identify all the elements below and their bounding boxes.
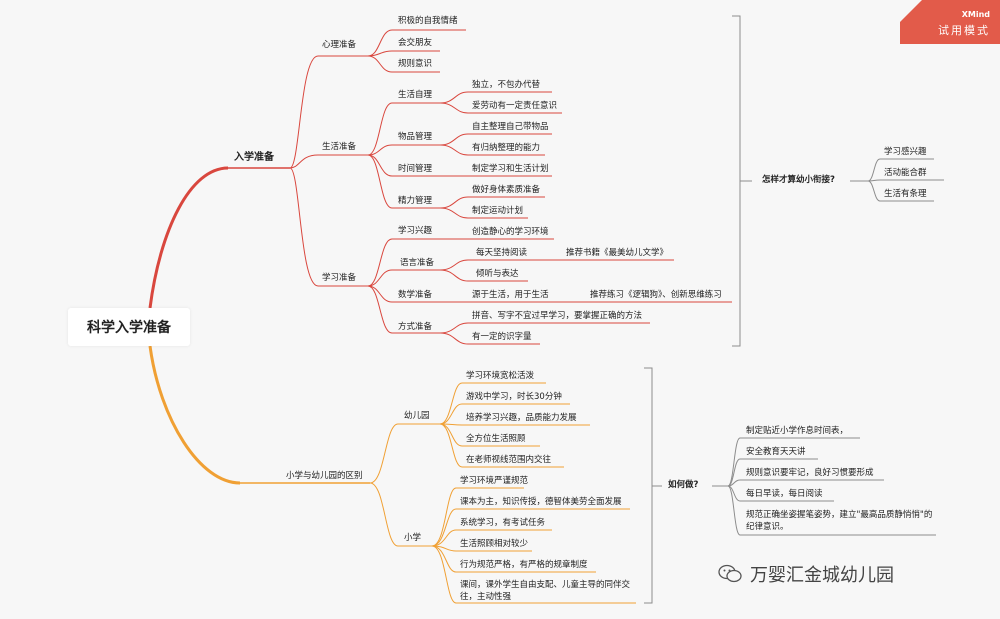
summary-leaf[interactable]: 制定贴近小学作息时间表， <box>746 426 849 436</box>
topic-leaf[interactable]: 积极的自我情绪 <box>398 16 458 26</box>
summary-leaf[interactable]: 学习感兴趣 <box>884 147 927 157</box>
topic-leaf[interactable]: 制定运动计划 <box>472 206 524 216</box>
summary-leaf[interactable]: 规则意识要牢记，良好习惯要形成 <box>746 468 874 478</box>
wechat-watermark: 万婴汇金城幼儿园 <box>718 561 894 587</box>
topic-kindergarten[interactable]: 幼儿园 <box>404 411 430 421</box>
badge-mode: 试用模式 <box>938 24 990 37</box>
summary-leaf[interactable]: 规范正确坐姿握笔姿势，建立"最高品质静悄悄"的纪律意识。 <box>746 510 933 532</box>
topic-leaf[interactable]: 会交朋友 <box>398 38 433 48</box>
topic-leaf[interactable]: 爱劳动有一定责任意识 <box>472 101 558 111</box>
topic-leaf[interactable]: 每天坚持阅读 <box>476 248 528 258</box>
wechat-icon <box>718 564 742 583</box>
topic-leaf[interactable]: 游戏中学习，时长30分钟 <box>466 392 562 402</box>
topic-leaf[interactable]: 培养学习兴趣，品质能力发展 <box>466 413 577 423</box>
topic-time-mgmt[interactable]: 时间管理 <box>398 164 433 174</box>
topic-leaf[interactable]: 学习环境宽松活泼 <box>466 371 535 381</box>
topic-school-difference[interactable]: 小学与幼儿园的区别 <box>286 471 363 481</box>
root-topic[interactable]: 科学入学准备 <box>68 308 190 346</box>
topic-leaf[interactable]: 创造静心的学习环境 <box>472 227 549 237</box>
badge-brand: XMind <box>961 10 990 19</box>
topic-leaf[interactable]: 在老师视线范围内交往 <box>466 455 552 465</box>
topic-leaf[interactable]: 倾听与表达 <box>476 269 519 279</box>
topic-math[interactable]: 数学准备 <box>398 290 433 300</box>
topic-leaf[interactable]: 有一定的识字量 <box>472 332 532 342</box>
topic-item-mgmt[interactable]: 物品管理 <box>398 132 433 142</box>
topic-leaf[interactable]: 全方位生活照顾 <box>466 434 526 444</box>
topic-primary-school[interactable]: 小学 <box>404 533 422 543</box>
topic-leaf[interactable]: 拼音、写字不宜过早学习，要掌握正确的方法 <box>472 311 643 321</box>
topic-mental-prep[interactable]: 心理准备 <box>322 40 357 50</box>
topic-leaf[interactable]: 制定学习和生活计划 <box>472 164 549 174</box>
topic-leaf[interactable]: 推荐练习《逻辑狗》、创新思维练习 <box>590 290 722 300</box>
topic-leaf[interactable]: 系统学习，有考试任务 <box>460 518 546 528</box>
summary-question-2[interactable]: 如何做? <box>668 480 699 490</box>
topic-interest[interactable]: 学习兴趣 <box>398 226 433 236</box>
topic-language[interactable]: 语言准备 <box>400 258 435 268</box>
summary-leaf[interactable]: 安全教育天天讲 <box>746 447 806 457</box>
topic-energy-mgmt[interactable]: 精力管理 <box>398 196 433 206</box>
topic-method[interactable]: 方式准备 <box>398 322 433 332</box>
topic-leaf[interactable]: 课间，课外学生自由支配、儿童主导的同伴交往，主动性强 <box>460 580 631 602</box>
watermark-text: 万婴汇金城幼儿园 <box>750 565 894 586</box>
topic-leaf[interactable]: 规则意识 <box>398 59 433 69</box>
topic-life-prep[interactable]: 生活准备 <box>322 142 357 152</box>
trial-mode-badge: XMind 试用模式 <box>900 0 1000 44</box>
summary-question-1[interactable]: 怎样才算幼小衔接? <box>762 175 835 185</box>
summary-leaf[interactable]: 每日早读，每日阅读 <box>746 489 823 499</box>
summary-leaf[interactable]: 活动能合群 <box>884 168 927 178</box>
topic-leaf[interactable]: 有归纳整理的能力 <box>472 143 541 153</box>
topic-leaf[interactable]: 课本为主，知识传授，德智体美劳全面发展 <box>460 497 622 507</box>
topic-entrance-prep[interactable]: 入学准备 <box>234 152 274 163</box>
topic-leaf[interactable]: 学习环境严谨规范 <box>460 476 529 486</box>
topic-self-care[interactable]: 生活自理 <box>398 90 433 100</box>
topic-leaf[interactable]: 自主整理自己带物品 <box>472 122 549 132</box>
topic-leaf[interactable]: 生活照顾相对较少 <box>460 539 529 549</box>
topic-leaf[interactable]: 做好身体素质准备 <box>472 185 541 195</box>
topic-leaf[interactable]: 推荐书籍《最美幼儿文学》 <box>566 248 669 258</box>
topic-leaf[interactable]: 独立，不包办代替 <box>472 80 541 90</box>
summary-leaf[interactable]: 生活有条理 <box>884 189 927 199</box>
topic-leaf[interactable]: 源于生活，用于生活 <box>472 290 549 300</box>
topic-study-prep[interactable]: 学习准备 <box>322 273 357 283</box>
topic-leaf[interactable]: 行为规范严格，有严格的规章制度 <box>460 560 588 570</box>
